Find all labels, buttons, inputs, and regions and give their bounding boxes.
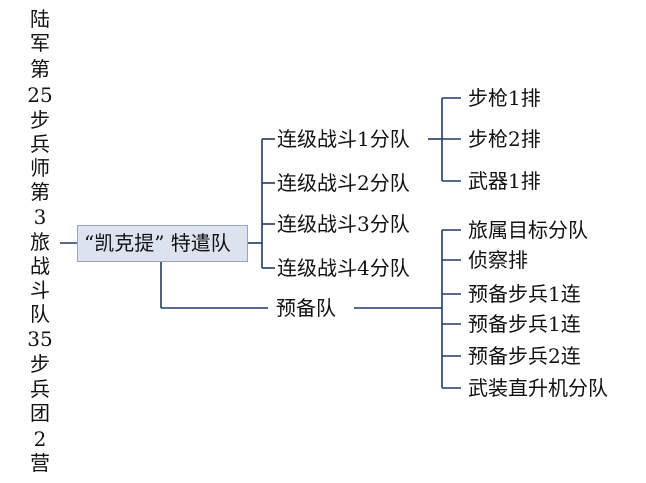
root-node-box: [77, 225, 248, 262]
reserve-unit-node: 预备步兵1连: [468, 282, 581, 306]
reserve-unit-node: 预备步兵1连: [468, 312, 581, 336]
reserve-node: 预备队: [276, 296, 336, 320]
side-title-char: 步: [30, 108, 50, 132]
side-title-char: 2: [33, 427, 47, 451]
reserve-unit-node: 武装直升机分队: [468, 376, 608, 400]
side-title-char: 3: [33, 205, 47, 229]
side-title-char: 第: [30, 180, 50, 204]
side-title-char: 第: [30, 57, 50, 81]
platoon-node: 步枪1排: [468, 86, 541, 110]
side-title-char: 军: [30, 31, 50, 55]
company-node: 连级战斗3分队: [277, 212, 410, 236]
side-title-char: 斗: [30, 278, 50, 302]
company-node: 连级战斗2分队: [277, 171, 410, 195]
reserve-unit-node: 预备步兵2连: [468, 344, 581, 368]
side-title-char: 步: [30, 352, 50, 376]
side-title-char: 队: [30, 302, 50, 326]
reserve-unit-node: 侦察排: [468, 248, 528, 272]
side-title-char: 兵: [30, 132, 50, 156]
side-title-char: 兵: [30, 377, 50, 401]
root-node-label: “凯克提” 特遣队: [84, 231, 231, 255]
platoon-node: 武器1排: [468, 169, 541, 193]
side-title-char: 战: [30, 254, 50, 278]
side-title-char: 旅: [30, 230, 50, 254]
side-title-char: 团: [30, 401, 50, 425]
side-title-char: 师: [30, 156, 50, 180]
company-node: 连级战斗4分队: [277, 256, 410, 280]
side-title-char: 35: [27, 327, 53, 351]
side-title-char: 营: [30, 451, 50, 475]
company-node: 连级战斗1分队: [277, 127, 410, 151]
reserve-unit-node: 旅属目标分队: [468, 218, 588, 242]
side-title-char: 陆: [30, 7, 50, 31]
platoon-node: 步枪2排: [468, 127, 541, 151]
side-title-char: 25: [27, 83, 53, 107]
